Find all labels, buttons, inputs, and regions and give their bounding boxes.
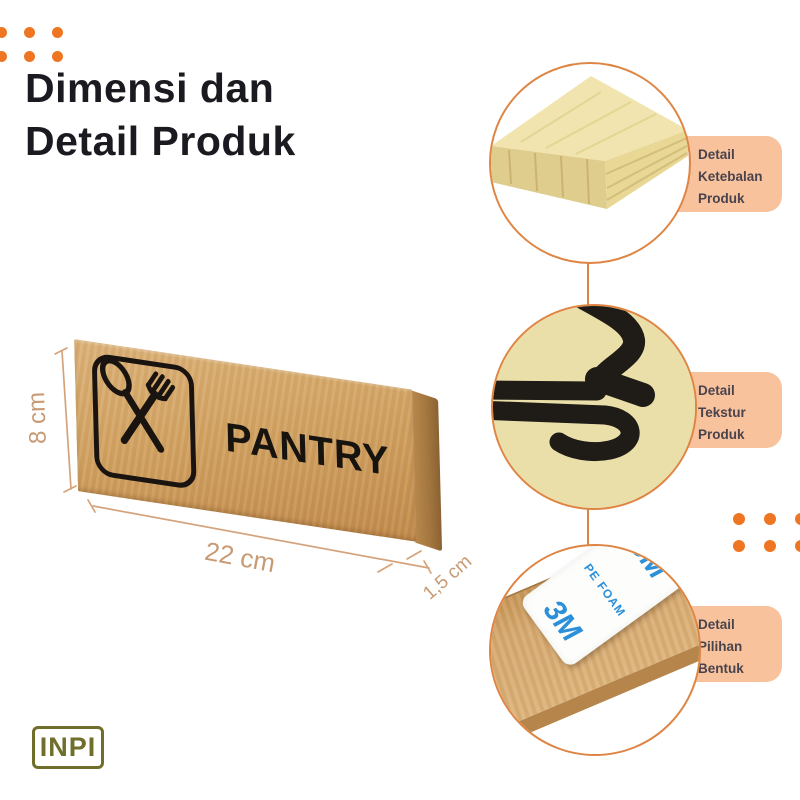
brand-logo-text: INPI — [39, 732, 97, 762]
dim-width-label: 22 cm — [202, 535, 278, 579]
detail-connector-1 — [587, 262, 589, 308]
dot — [0, 27, 7, 38]
dots-top-left — [0, 27, 63, 62]
card-line: Produk — [698, 427, 745, 442]
card-line: Produk — [698, 191, 745, 206]
dot — [733, 540, 745, 552]
product-sign: PANTRY — [74, 339, 443, 552]
texture-photo — [493, 306, 695, 508]
dot — [24, 51, 35, 62]
detail-circle-thickness — [489, 62, 691, 264]
dot — [764, 540, 776, 552]
card-line: Detail — [698, 383, 735, 398]
card-line: Tekstur — [698, 405, 746, 420]
dim-height-label: 8 cm — [23, 391, 52, 445]
dot — [764, 513, 776, 525]
detail-connector-2 — [587, 506, 589, 548]
card-line: Detail — [698, 147, 735, 162]
title-line-2: Detail Produk — [25, 118, 296, 164]
dot — [0, 51, 7, 62]
dots-middle-right — [733, 513, 800, 552]
card-line: Detail — [698, 617, 735, 632]
dot — [733, 513, 745, 525]
sign-side-edge — [411, 390, 443, 552]
tape-pefoam-label: PE FOAM — [581, 560, 629, 620]
card-line: Pilihan — [698, 639, 743, 654]
tape-3m-label: 3M — [621, 544, 676, 584]
title-line-1: Dimensi dan — [25, 65, 275, 111]
detail-circle-foam: 3M PE FOAM 3M — [489, 544, 701, 756]
dot — [52, 27, 63, 38]
brand-logo: INPI — [32, 726, 104, 769]
card-line: Bentuk — [698, 661, 744, 676]
card-line: Ketebalan — [698, 169, 763, 184]
cutlery-icon — [92, 354, 197, 488]
dim-thickness-label: 1,5 cm — [419, 550, 477, 605]
wood-corner-photo — [491, 76, 688, 209]
sign-label: PANTRY — [224, 414, 391, 484]
detail-circle-texture — [491, 304, 697, 510]
sign-front-face: PANTRY — [74, 339, 417, 542]
page-title: Dimensi dan Detail Produk — [25, 62, 296, 168]
dot — [795, 513, 800, 525]
dot — [795, 540, 800, 552]
dot — [52, 51, 63, 62]
dot — [24, 27, 35, 38]
